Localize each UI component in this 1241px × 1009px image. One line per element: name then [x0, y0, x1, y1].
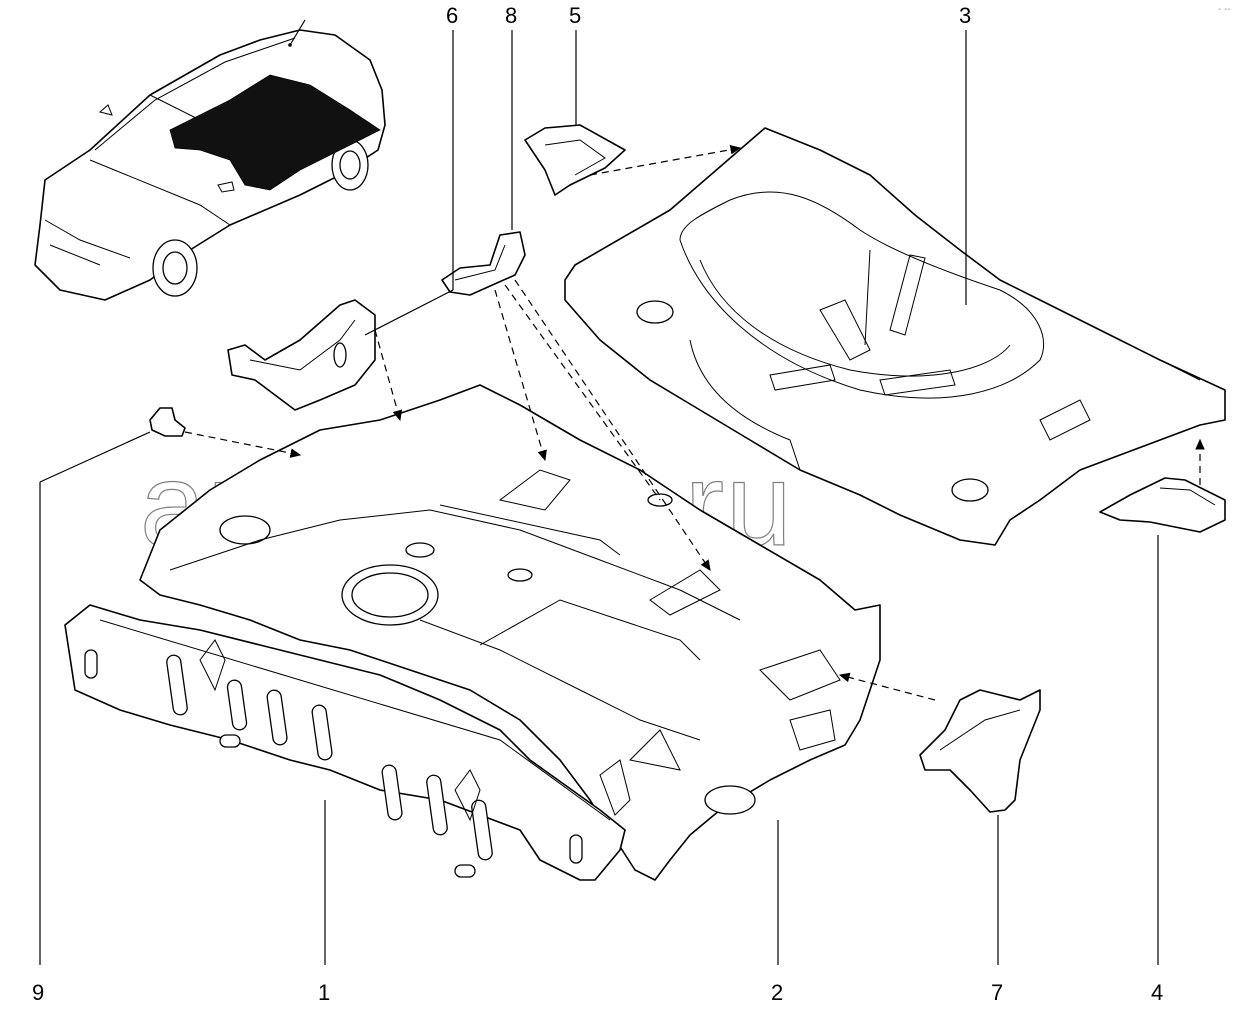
assembly-line-6: [374, 329, 403, 422]
callout-2[interactable]: 2: [771, 980, 783, 1005]
callout-labels: 6 8 5 3 9 1 2 7 4: [32, 3, 1163, 1005]
callout-5[interactable]: 5: [569, 3, 581, 28]
part-6-bracket: [227, 299, 376, 411]
part-3-spare-wheel-well: [564, 127, 1226, 546]
callout-9[interactable]: 9: [32, 980, 44, 1005]
callout-7[interactable]: 7: [991, 980, 1003, 1005]
part-5-bracket: [524, 124, 626, 196]
assembly-line-8c: [514, 279, 711, 571]
assembly-line-9: [184, 431, 302, 458]
assembly-lines: [184, 144, 1205, 701]
vehicle-locator-thumbnail: [34, 19, 386, 301]
callout-leaders: [39, 30, 1159, 965]
part-4-bracket: [1099, 477, 1226, 533]
assembly-line-8a: [494, 289, 547, 462]
part-1-rear-crossmember: [64, 604, 626, 881]
callout-1[interactable]: 1: [318, 980, 330, 1005]
callout-8[interactable]: 8: [505, 3, 517, 28]
part-2-rear-floor-panel: [139, 384, 881, 881]
part-8-bracket: [441, 231, 526, 296]
part-9-bracket: [149, 407, 186, 437]
assembly-line-7: [838, 672, 936, 701]
callout-4[interactable]: 4: [1151, 980, 1163, 1005]
callout-3[interactable]: 3: [959, 3, 971, 28]
corner-mark: - --: [1218, 4, 1231, 15]
callout-6[interactable]: 6: [446, 3, 458, 28]
assembly-line-5: [589, 144, 742, 176]
assembly-line-8b: [504, 284, 661, 501]
part-7-bracket: [919, 689, 1041, 813]
